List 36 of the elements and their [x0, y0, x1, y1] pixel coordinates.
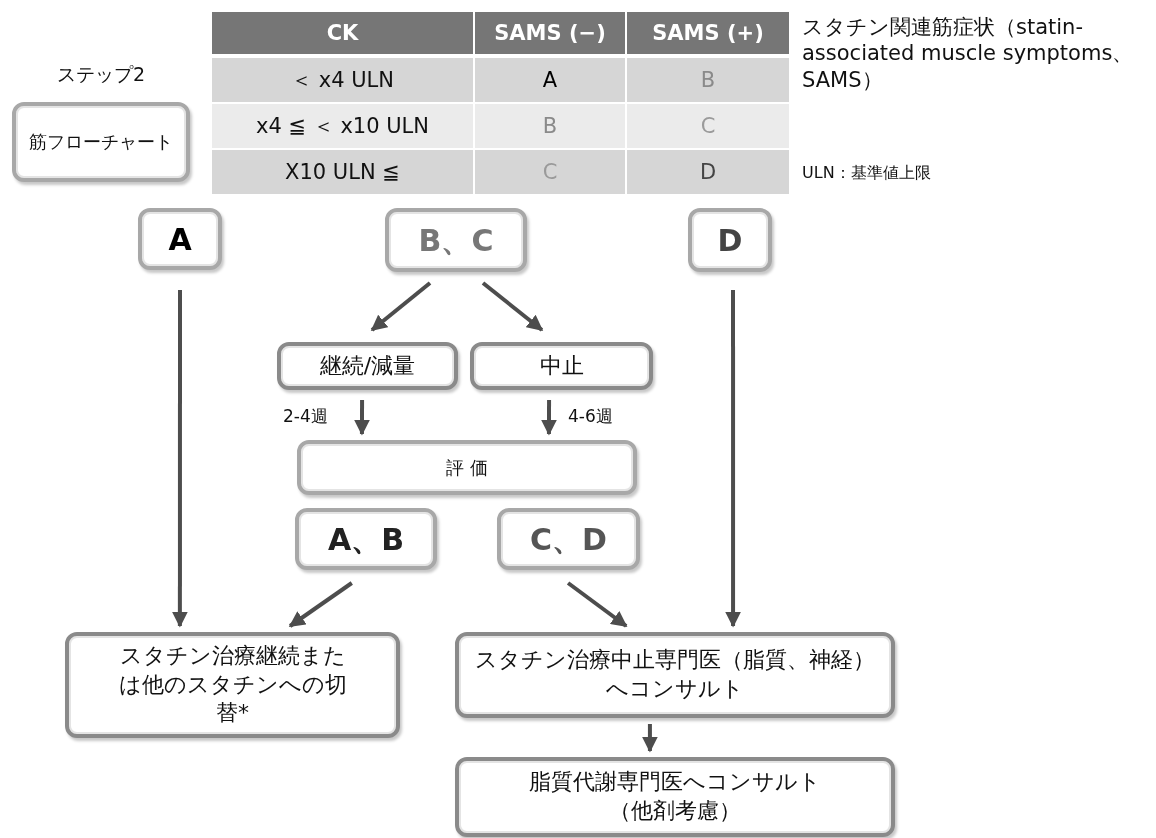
header-cell: CK — [212, 12, 473, 54]
process-box: 筋フローチャート — [12, 102, 190, 182]
table-cell: B — [627, 58, 789, 102]
table-cell: D — [627, 150, 789, 194]
header-cell: SAMS (−) — [475, 12, 625, 54]
arrow — [641, 724, 658, 753]
arrow — [566, 581, 628, 628]
process-box: 継続/減量 — [277, 342, 458, 390]
table-cell: ＜ x4 ULN — [212, 58, 473, 102]
process-box: スタチン治療中止専門医（脂質、神経）へコンサルト — [455, 632, 895, 718]
table-cell: C — [475, 150, 625, 194]
result-box: D — [688, 208, 772, 272]
arrow — [354, 400, 370, 436]
process-box: 中止 — [470, 342, 653, 390]
process-box: スタチン治療継続または他のスタチンへの切替* — [65, 632, 400, 738]
result-box: A、B — [295, 508, 437, 570]
note-text: ULN：基準値上限 — [802, 163, 932, 184]
arrow — [541, 400, 557, 436]
arrow — [370, 281, 432, 332]
table-cell: X10 ULN ≦ — [212, 150, 473, 194]
table-cell: x4 ≦ ＜ x10 ULN — [212, 104, 473, 148]
table-cell: B — [475, 104, 625, 148]
step-heading: ステップ2 — [55, 62, 147, 87]
result-box: A — [138, 208, 222, 270]
note-text: スタチン関連筋症状（statin-associated muscle symptoms、SAMS） — [802, 14, 1135, 93]
table-cell: A — [475, 58, 625, 102]
arrow — [481, 281, 544, 332]
process-box: 評 価 — [297, 440, 637, 495]
arrow — [725, 290, 742, 628]
header-cell: SAMS (+) — [627, 12, 789, 54]
arrow — [171, 290, 188, 628]
result-box: C、D — [497, 508, 640, 570]
process-box: 脂質代謝専門医へコンサルト（他剤考慮） — [455, 757, 895, 837]
arrow — [288, 581, 353, 628]
table-cell: C — [627, 104, 789, 148]
result-box: B、C — [385, 208, 527, 272]
